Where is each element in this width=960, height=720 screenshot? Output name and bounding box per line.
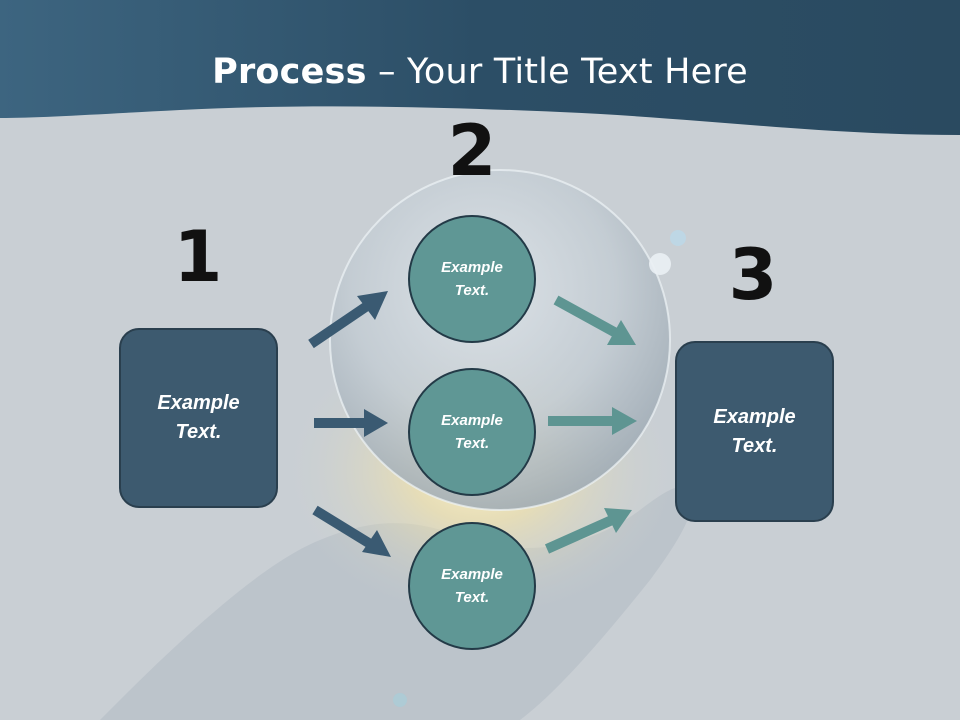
title-bold: Process — [212, 52, 367, 92]
title-rest: – Your Title Text Here — [366, 52, 748, 92]
step-number-3: 3 — [728, 234, 778, 316]
input-box: Example Text. — [119, 328, 278, 508]
step-number-1: 1 — [173, 216, 223, 298]
arrow-from-top — [553, 295, 636, 345]
circle-top: Example Text. — [408, 215, 536, 343]
slide-title: Process – Your Title Text Here — [0, 52, 960, 92]
circle-middle: Example Text. — [408, 368, 536, 496]
circle-bottom: Example Text. — [408, 522, 536, 650]
output-box: Example Text. — [675, 341, 834, 522]
arrow-to-middle — [314, 409, 388, 437]
arrow-to-top — [308, 291, 388, 349]
arrow-from-bottom — [544, 508, 632, 554]
arrow-to-bottom — [312, 505, 391, 557]
arrow-from-middle — [548, 407, 637, 435]
step-number-2: 2 — [447, 110, 497, 192]
